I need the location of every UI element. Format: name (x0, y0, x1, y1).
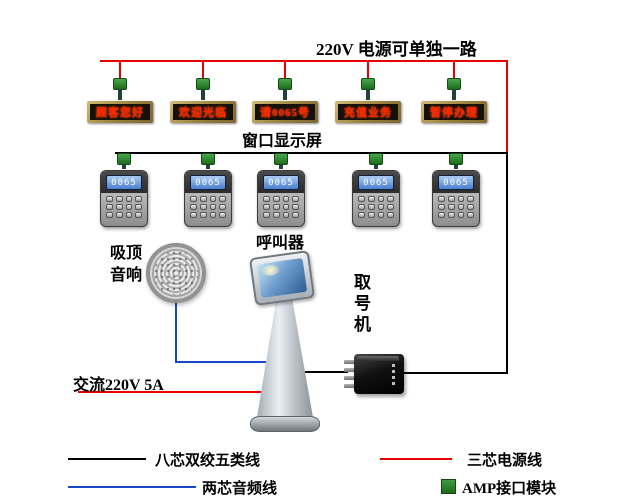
caller-lcd: 0065 (358, 175, 394, 190)
ac-power-label: 交流220V 5A (73, 377, 164, 394)
amp-pin-icon (344, 360, 356, 364)
amp-connector-icon (278, 78, 292, 100)
amp-to-bus-line (402, 372, 508, 374)
legend-audio-line-icon (68, 486, 196, 488)
caller-device-4: 0065 (352, 170, 400, 227)
amp-connector-icon (274, 153, 288, 169)
ticket-kiosk (248, 250, 322, 432)
window-display-4: 充值业务 (335, 101, 401, 123)
caller-display-panel: 0065 (258, 171, 304, 193)
legend-power-line-icon (380, 458, 452, 460)
legend-cat5-label: 八芯双绞五类线 (155, 453, 261, 469)
ceiling-speaker (146, 243, 206, 303)
caller-bus-line (115, 152, 508, 154)
power-drop-line-3 (284, 60, 286, 78)
power-drop-line-1 (119, 60, 121, 78)
window-display-text: 顾客您好 (90, 104, 150, 120)
window-display-label: 窗口显示屏 (242, 133, 323, 150)
legend-amp-label: AMP接口模块 (462, 481, 557, 497)
caller-keypad (263, 196, 299, 218)
kiosk-body (256, 300, 314, 418)
kiosk-head (248, 250, 316, 306)
caller-lcd: 0065 (106, 175, 142, 190)
caller-keypad (190, 196, 226, 218)
power-right-drop-line (506, 60, 508, 154)
caller-keypad (106, 196, 142, 218)
kiosk-screen (256, 257, 308, 299)
kiosk-to-amp-line (304, 371, 348, 373)
window-display-text: 充值业务 (338, 104, 398, 120)
power-note-label: 220V 电源可单独一路 (316, 40, 477, 59)
speaker-label: 吸顶 音响 (110, 243, 146, 287)
power-bus-line (100, 60, 508, 62)
caller-device-2: 0065 (184, 170, 232, 227)
caller-display-panel: 0065 (353, 171, 399, 193)
legend-amp-square-icon (441, 479, 456, 494)
caller-device-3: 0065 (257, 170, 305, 227)
caller-lcd: 0065 (190, 175, 226, 190)
amp-connector-icon (117, 153, 131, 169)
amp-connector-icon (196, 78, 210, 100)
amp-connector-icon (447, 78, 461, 100)
power-drop-line-5 (453, 60, 455, 78)
caller-display-panel: 0065 (101, 171, 147, 193)
amp-connector-icon (369, 153, 383, 169)
ticket-machine-label: 取号机 (354, 273, 371, 334)
window-display-text: 欢迎光临 (173, 104, 233, 120)
caller-keypad (438, 196, 474, 218)
amp-connector-icon (361, 78, 375, 100)
amp-pin-icon (344, 384, 356, 388)
power-drop-line-2 (202, 60, 204, 78)
legend-cat5-line-icon (68, 458, 146, 460)
audio-line-horizontal (175, 361, 266, 363)
caller-label: 呼叫器 (256, 235, 305, 252)
amp-box (354, 354, 404, 394)
right-vertical-data-line (506, 152, 508, 374)
amp-pin-icon (344, 368, 356, 372)
audio-line-vertical (175, 303, 177, 363)
amp-connector-icon (113, 78, 127, 100)
window-display-5: 暂停办理 (421, 101, 487, 123)
caller-lcd: 0065 (263, 175, 299, 190)
amp-interface-module (344, 350, 406, 398)
window-display-3: 请0065号 (252, 101, 318, 123)
kiosk-base (250, 416, 320, 432)
amp-connector-icon (449, 153, 463, 169)
ac-power-line (78, 391, 262, 393)
window-display-text: 请0065号 (255, 104, 315, 120)
caller-keypad (358, 196, 394, 218)
window-display-text: 暂停办理 (424, 104, 484, 120)
caller-lcd: 0065 (438, 175, 474, 190)
speaker-label-line2: 音响 (110, 267, 143, 284)
legend-audio-label: 两芯音频线 (202, 481, 278, 497)
speaker-label-line1: 吸顶 (110, 245, 143, 262)
window-display-1: 顾客您好 (87, 101, 153, 123)
window-display-2: 欢迎光临 (170, 101, 236, 123)
amp-pin-icon (344, 376, 356, 380)
caller-display-panel: 0065 (433, 171, 479, 193)
caller-device-5: 0065 (432, 170, 480, 227)
legend-power-label: 三芯电源线 (467, 453, 543, 469)
caller-device-1: 0065 (100, 170, 148, 227)
power-drop-line-4 (367, 60, 369, 78)
caller-display-panel: 0065 (185, 171, 231, 193)
amp-connector-icon (201, 153, 215, 169)
